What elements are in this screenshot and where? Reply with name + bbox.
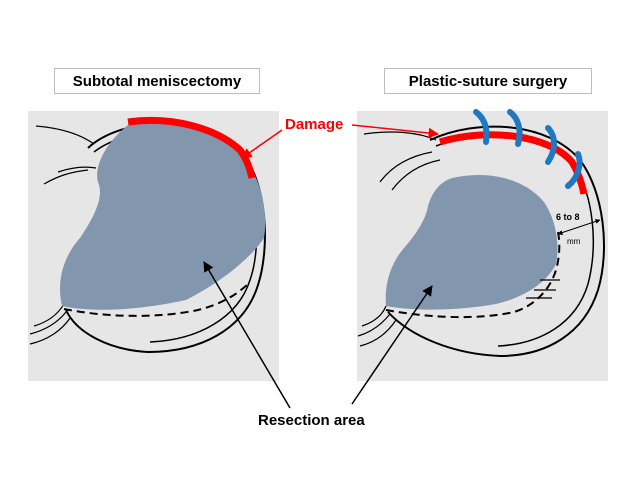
left-femur-line-2 [57, 166, 97, 173]
right-ligament-line-3 [361, 305, 387, 327]
right-resection-boundary-dashed [385, 231, 561, 319]
left-ligament-line-3 [33, 303, 65, 327]
right-femur-line-2 [379, 151, 433, 183]
resection-area-label: Resection area [258, 412, 365, 429]
right-damage-band [438, 131, 588, 195]
distance-arrow [557, 219, 601, 235]
suture-3 [545, 125, 557, 165]
resection-arrow-left [203, 261, 291, 409]
left-ligament-line-2 [29, 317, 71, 345]
right-knee-illustration: 6 to 8 mm [357, 109, 605, 358]
distance-unit-label: mm [567, 237, 581, 246]
right-meniscus-outer-contour [387, 125, 605, 358]
left-ligament-line-1 [29, 311, 67, 335]
right-resection-area [385, 175, 558, 310]
left-knee-illustration [29, 116, 266, 354]
suture-1 [473, 109, 490, 145]
suture-2 [507, 109, 523, 147]
suture-4 [565, 151, 583, 189]
left-resection-boundary-dashed [63, 281, 251, 317]
right-ligament-line-2 [359, 319, 397, 347]
right-panel-title: Plastic-suture surgery [384, 68, 592, 94]
left-panel-title: Subtotal meniscectomy [54, 68, 260, 94]
right-ligament-line-1 [357, 313, 391, 337]
left-resection-area [60, 122, 266, 310]
resection-arrow-right [351, 285, 433, 405]
left-femur-line-3 [43, 169, 89, 185]
left-femur-line-1 [35, 125, 95, 145]
damage-arrow-right [351, 124, 440, 139]
left-damage-band [127, 116, 256, 179]
damage-label: Damage [285, 116, 343, 133]
damage-arrow-left [241, 129, 283, 159]
distance-value-label: 6 to 8 [556, 212, 580, 222]
right-femur-line-3 [391, 159, 441, 191]
